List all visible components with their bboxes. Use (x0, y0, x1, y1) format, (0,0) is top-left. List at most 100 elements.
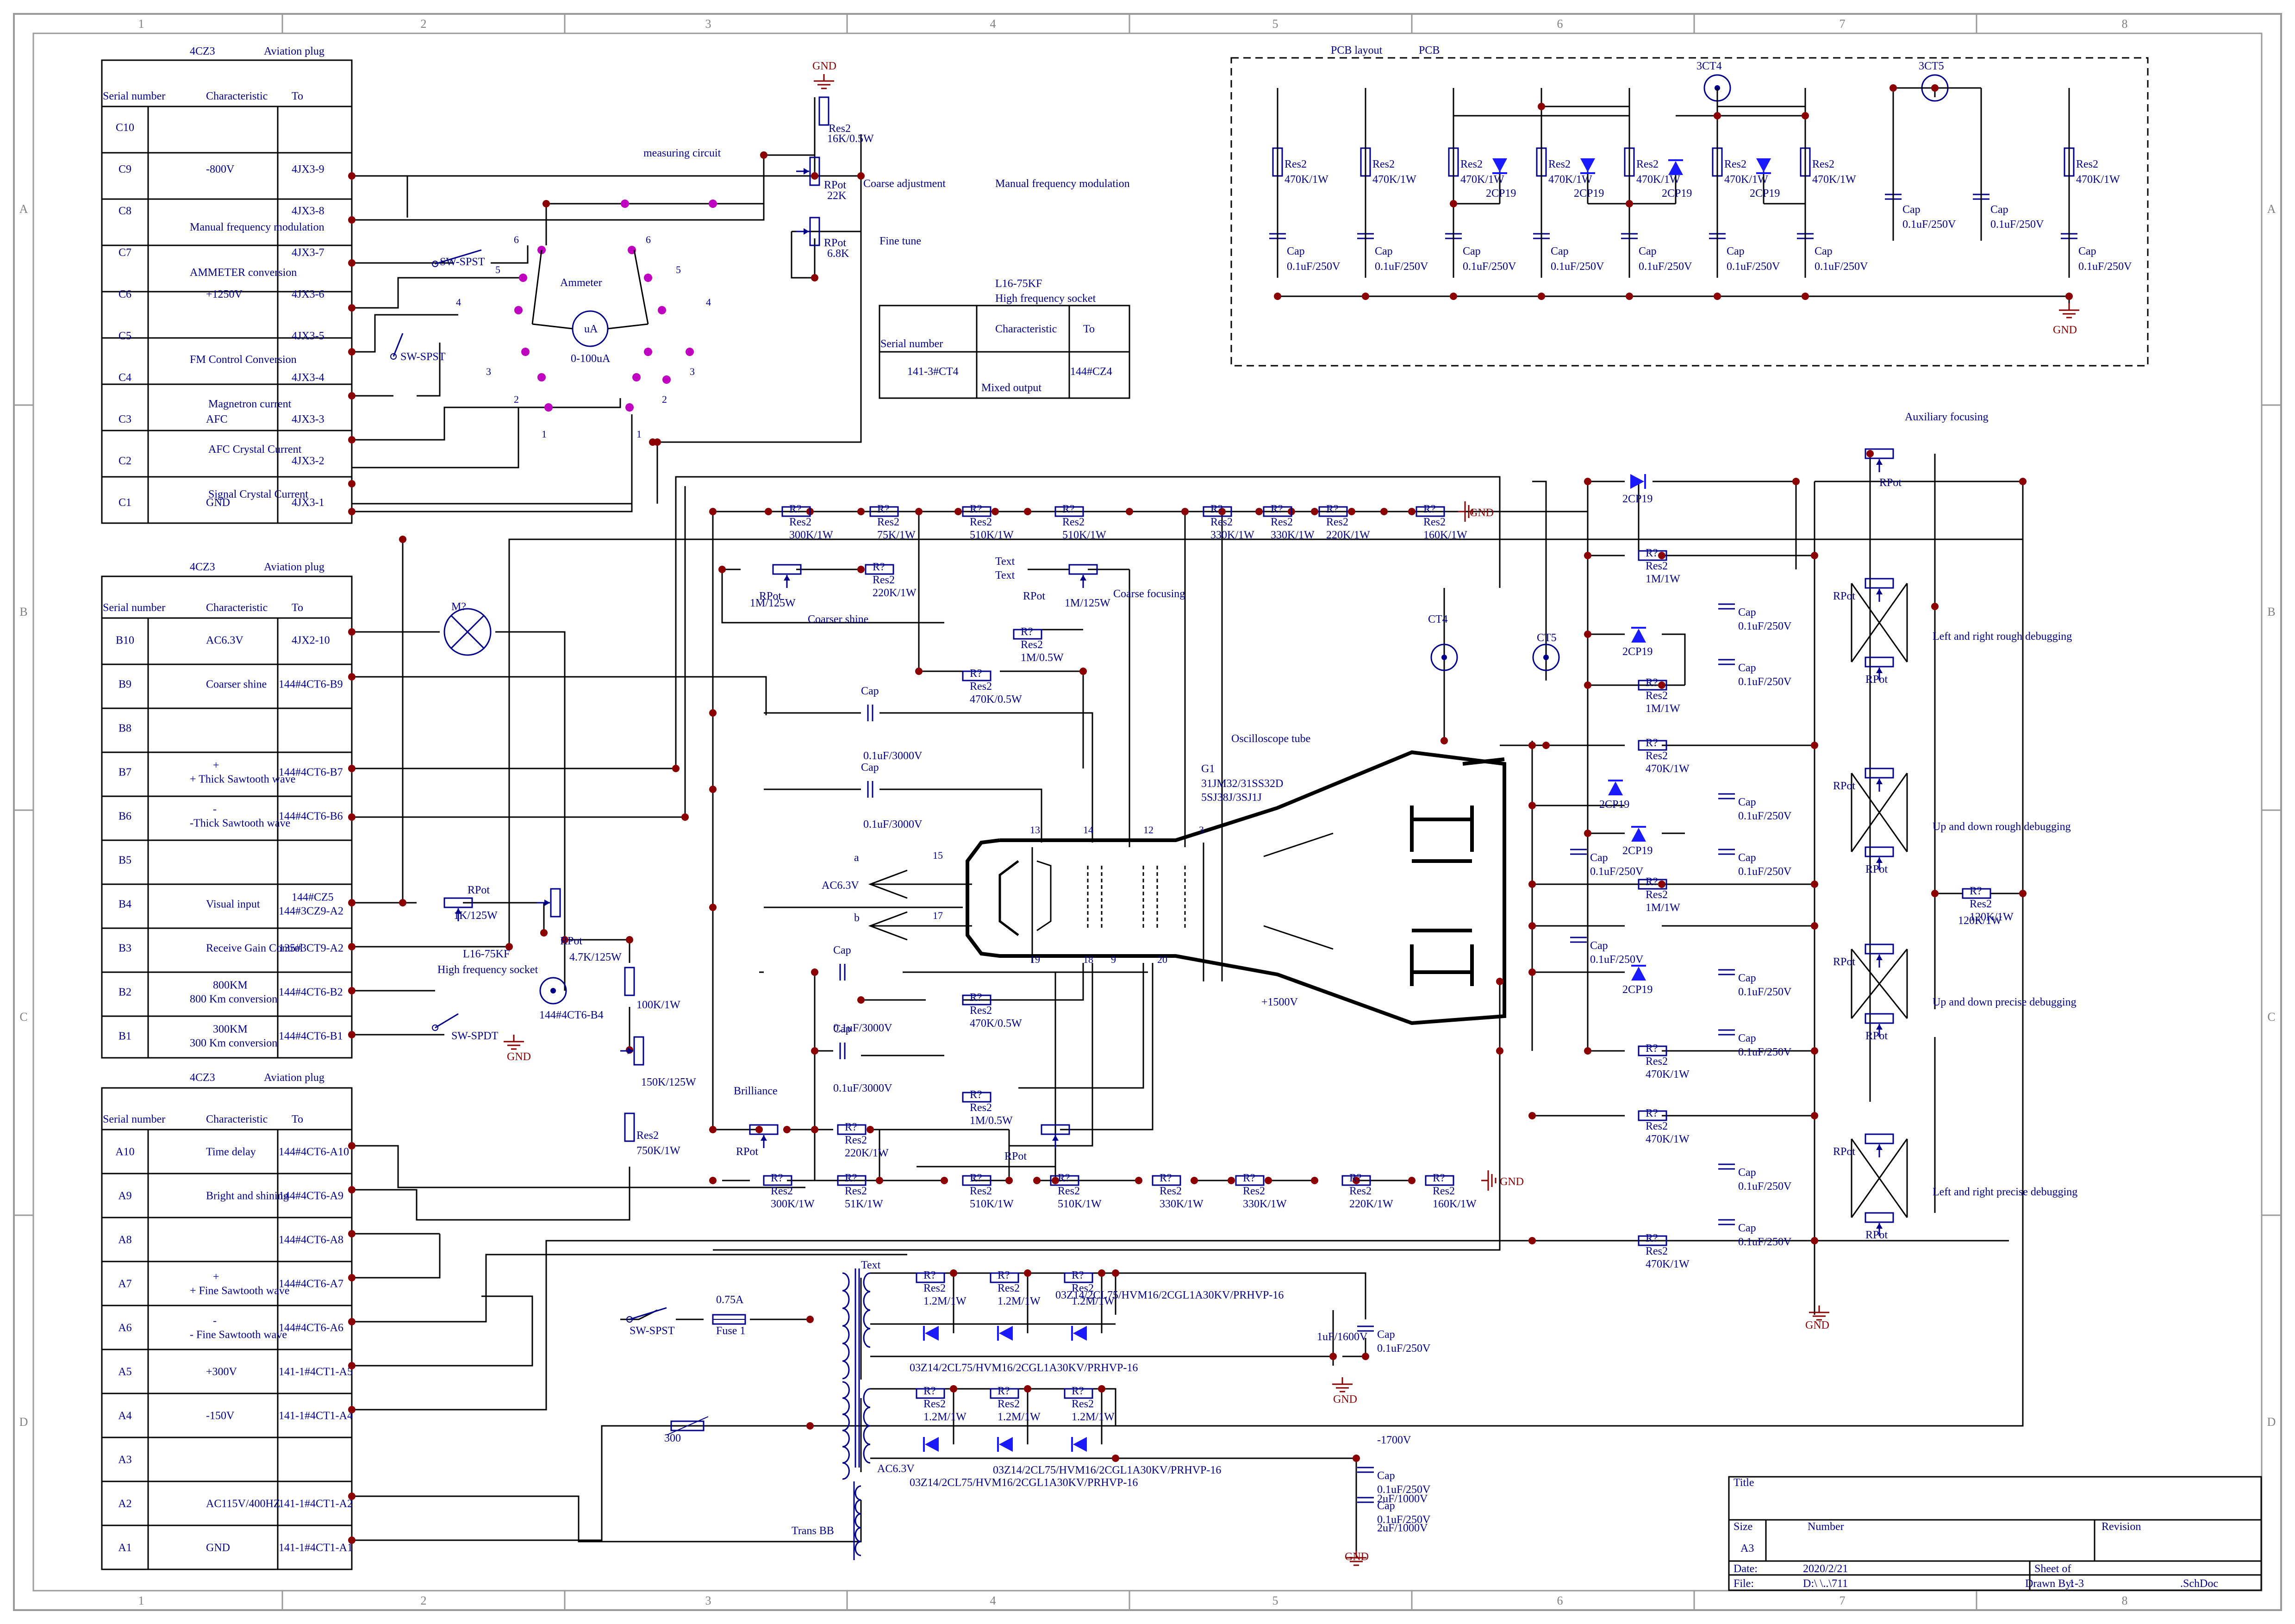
column-marker: 7 (1840, 17, 1846, 31)
table-cell-to: 144#4CT6-B7 (279, 767, 343, 779)
table-cell-characteristic: 300 Km conversion (190, 1037, 277, 1049)
tb-file-val: D:\ \..\711 (1803, 1578, 1848, 1590)
junction (811, 274, 818, 281)
pcb-3ct5: 3CT5 (1919, 60, 1944, 72)
row-marker: C (2267, 1010, 2275, 1024)
label-c1u: 1uF/1600V (1317, 1331, 1368, 1343)
cap-type: Cap (861, 762, 879, 774)
tb-number: Number (1808, 1521, 1844, 1533)
junction (857, 508, 865, 515)
table-c-h1: Characteristic (206, 90, 268, 102)
capacitor (1570, 849, 1587, 855)
junction (1079, 668, 1087, 675)
wire (879, 788, 1042, 843)
toggle-switch[interactable] (432, 249, 482, 267)
wire (352, 1254, 907, 1323)
resistor-type: Res2 (1210, 516, 1233, 528)
junction (1126, 508, 1133, 515)
diode (1608, 780, 1623, 795)
capacitor (1357, 1467, 1374, 1473)
table-cell-to: 144#4CT6-B9 (279, 679, 343, 691)
cap-value: 0.1uF/250V (1738, 810, 1792, 822)
junction (1584, 830, 1591, 837)
junction (709, 1177, 717, 1184)
resistor-type: Res2 (998, 1282, 1020, 1294)
diode-type: 2CP19 (1486, 187, 1516, 200)
tube-pin-number: 9 (1111, 954, 1116, 965)
potentiometer (772, 564, 802, 588)
junction (626, 936, 633, 943)
junction (1191, 1177, 1198, 1184)
tb-revision: Revision (2102, 1521, 2141, 1533)
junction (1626, 293, 1633, 300)
junction (709, 786, 717, 793)
potentiometer (1865, 448, 1894, 472)
row-marker: D (2267, 1415, 2276, 1429)
coax-socket (1532, 643, 1560, 671)
resistor (916, 1388, 945, 1399)
resistor-type: Res2 (1349, 1185, 1372, 1197)
toggle-switch[interactable] (390, 333, 404, 360)
junction (857, 566, 865, 573)
wire (721, 569, 944, 624)
note-manual-fm: Manual frequency modulation (190, 221, 324, 233)
label-hf-socket2: High frequency socket (437, 964, 538, 976)
resistor-ref: R? (1433, 1172, 1445, 1184)
potentiometer (1068, 564, 1098, 588)
junction (1098, 1269, 1105, 1277)
resistor (1318, 506, 1348, 517)
pcb-cap-value: 0.1uF/250V (1375, 261, 1428, 273)
gnd-label: GND (1333, 1393, 1357, 1405)
resistor (869, 506, 899, 517)
resistor-type: Res2 (1646, 750, 1668, 762)
resistor-ref: R? (1072, 1269, 1084, 1281)
coax-socket (1430, 643, 1458, 671)
pcb-resistor-value: 470K/1W (1460, 174, 1504, 186)
table-cell-serial: B3 (118, 943, 131, 955)
cap-type: Cap (1377, 1329, 1395, 1341)
resistor-ref: R? (923, 1269, 936, 1281)
label-ammeter-range: 0-100uA (571, 353, 611, 365)
table-cell-serial: C3 (118, 413, 131, 425)
tube-g1 (1036, 860, 1052, 931)
resistor (962, 994, 992, 1006)
potentiometer (796, 156, 820, 186)
tube-beam-upper (1263, 832, 1334, 857)
wire (352, 1240, 2009, 1411)
table-cell-characteristic: - Fine Sawtooth wave (190, 1329, 287, 1341)
resistor (1638, 740, 1667, 751)
junction (1528, 881, 1536, 888)
toggle-switch[interactable] (432, 1013, 459, 1031)
resistor-ref: R? (970, 1172, 982, 1184)
switch-pin-number: 6 (646, 234, 651, 245)
cap-type: Cap (1377, 1500, 1395, 1512)
wire (352, 1167, 630, 1221)
potentiometer (749, 1124, 779, 1148)
junction (811, 1126, 818, 1133)
pcb-cap-type: Cap (1902, 204, 1921, 216)
hf-ch: Mixed output (981, 382, 1041, 394)
table-a-plug: 4CZ3 (190, 1072, 215, 1084)
junction (348, 628, 355, 636)
junction (709, 1126, 717, 1133)
cap-type: Cap (1738, 972, 1756, 984)
junction (1811, 1112, 1818, 1119)
junction (1181, 508, 1189, 515)
wire (352, 676, 767, 715)
label-c3k-2: 0.1uF/3000V (863, 818, 923, 831)
junction (1714, 112, 1721, 119)
gnd-label: GND (1345, 1551, 1369, 1563)
table-b-plug: 4CZ3 (190, 561, 215, 573)
potentiometer (1041, 1124, 1070, 1148)
tb-size-val: A3 (1740, 1543, 1754, 1555)
junction (1496, 978, 1503, 985)
resistor (1638, 879, 1667, 890)
toggle-switch[interactable] (626, 1307, 667, 1323)
junction (1362, 1353, 1369, 1360)
table-cell-to: 144#4CT6-A6 (279, 1322, 343, 1334)
junction (348, 304, 355, 312)
cap-type: Cap (1738, 1167, 1756, 1179)
junction (2019, 478, 2027, 485)
label-coarse-adj: Coarse adjustment (863, 178, 946, 190)
